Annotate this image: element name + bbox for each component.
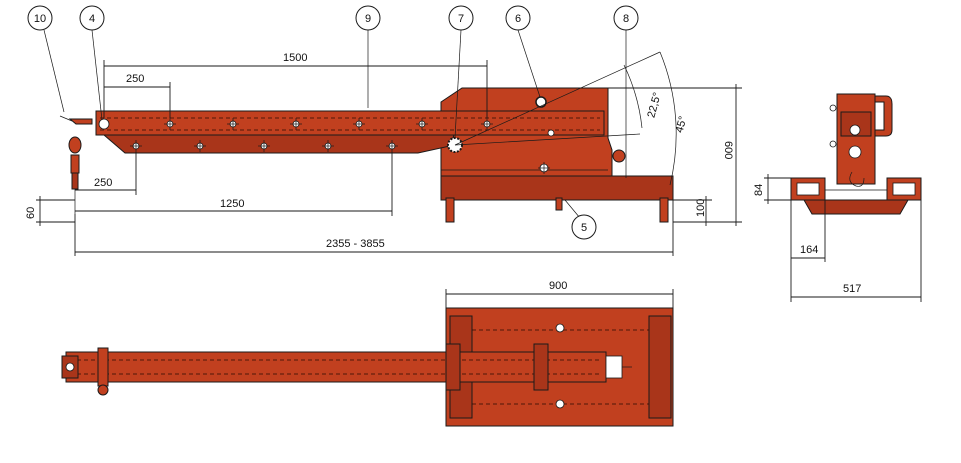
dim-45: 45°: [674, 115, 690, 134]
end-view-handle: [874, 95, 893, 137]
end-view: 84 164 517: [753, 93, 922, 302]
top-view: 900: [61, 280, 674, 427]
boom-holes-upper: [98, 118, 493, 130]
dim-900: 900: [549, 280, 567, 292]
svg-text:10: 10: [34, 13, 46, 25]
dim-250-top: 250: [126, 73, 144, 85]
svg-text:4: 4: [89, 13, 95, 25]
svg-text:7: 7: [458, 13, 464, 25]
top-view-boom: [65, 351, 607, 383]
end-view-mast: [836, 93, 876, 185]
boom-lower: [102, 134, 455, 154]
boom-holes-lower: [130, 140, 398, 152]
callout-10: 10: [27, 5, 53, 31]
dim-164: 164: [800, 244, 818, 256]
dim-84: 84: [753, 184, 765, 196]
end-view-base: [803, 199, 909, 215]
fork-pocket-left-side: [445, 197, 455, 223]
boom-upper: [95, 110, 605, 136]
hook-shackle: [68, 136, 82, 154]
dim-22-5: 22,5°: [645, 91, 663, 119]
hook-chain: [68, 118, 93, 125]
hook-tip: [71, 172, 79, 190]
callout-6: 6: [505, 5, 531, 31]
callout-8: 8: [613, 5, 639, 31]
dim-1500: 1500: [283, 52, 307, 64]
hook-body: [70, 154, 80, 174]
dim-517: 517: [843, 283, 861, 295]
svg-text:5: 5: [581, 222, 587, 234]
adjust-pin-icon: [535, 96, 547, 108]
carriage-base: [440, 175, 674, 201]
dim-2355-3855: 2355 - 3855: [326, 238, 385, 250]
svg-text:6: 6: [515, 13, 521, 25]
dim-600: 600: [722, 141, 734, 159]
svg-text:9: 9: [365, 13, 371, 25]
dim-250-bottom: 250: [94, 177, 112, 189]
dim-1250: 1250: [220, 198, 244, 210]
locking-pin: [555, 197, 563, 211]
fork-pocket-right-side: [659, 197, 669, 223]
dim-100: 100: [695, 199, 707, 217]
callout-5: 5: [571, 214, 597, 240]
callout-4: 4: [79, 5, 105, 31]
callout-7: 7: [448, 5, 474, 31]
svg-text:8: 8: [623, 13, 629, 25]
dim-60: 60: [25, 207, 37, 219]
callout-9: 9: [355, 5, 381, 31]
side-lug: [612, 149, 626, 163]
side-view: 1500 250 250 1250 60 2355 - 3855 100 600: [25, 29, 742, 256]
